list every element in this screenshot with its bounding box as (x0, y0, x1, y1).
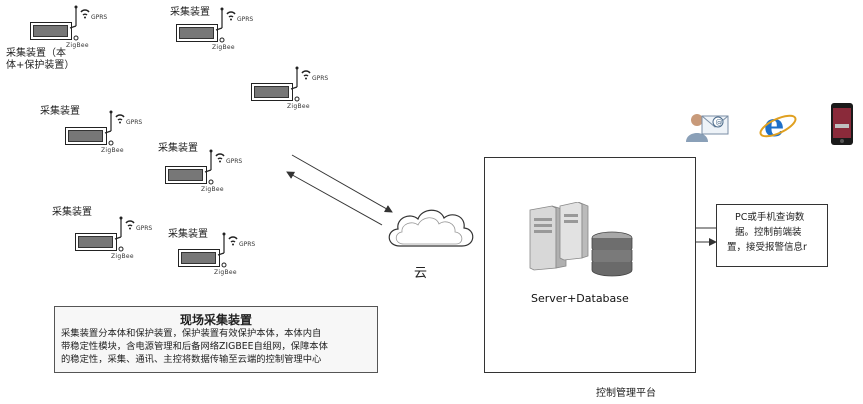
server-icon (526, 202, 596, 272)
cloud-label: 云 (414, 262, 427, 281)
pc-line-3: 置，接受报警信息r (727, 241, 807, 255)
database-icon (590, 230, 634, 278)
pc-line-2: 据。控制前端装 (735, 226, 802, 240)
pc-line-1: PC或手机查询数 (735, 211, 804, 225)
server-database-label: Server+Database (531, 292, 629, 305)
internet-explorer-icon: e (758, 104, 798, 144)
info-line-3: 的稳定性，采集、通讯、主控将数据传输至云端的控制管理中心 (61, 354, 321, 366)
svg-text:@: @ (716, 119, 723, 127)
info-title: 现场采集装置 (55, 311, 377, 328)
cloud-icon (382, 202, 482, 262)
info-line-1: 采集装置分本体和保护装置，保护装置有效保护本体，本体内自 (61, 328, 321, 340)
control-platform-label: 控制管理平台 (596, 384, 656, 399)
field-device-info-box: 现场采集装置 采集装置分本体和保护装置，保护装置有效保护本体，本体内自 带稳定性… (54, 306, 378, 373)
mobile-phone-icon (830, 102, 854, 146)
users-mail-icon: @ (684, 108, 732, 144)
pc-query-box: PC或手机查询数 据。控制前端装 置，接受报警信息r (716, 204, 828, 267)
info-line-2: 带稳定性模块，含电源管理和后备网络ZIGBEE自组网，保障本体 (61, 341, 328, 353)
